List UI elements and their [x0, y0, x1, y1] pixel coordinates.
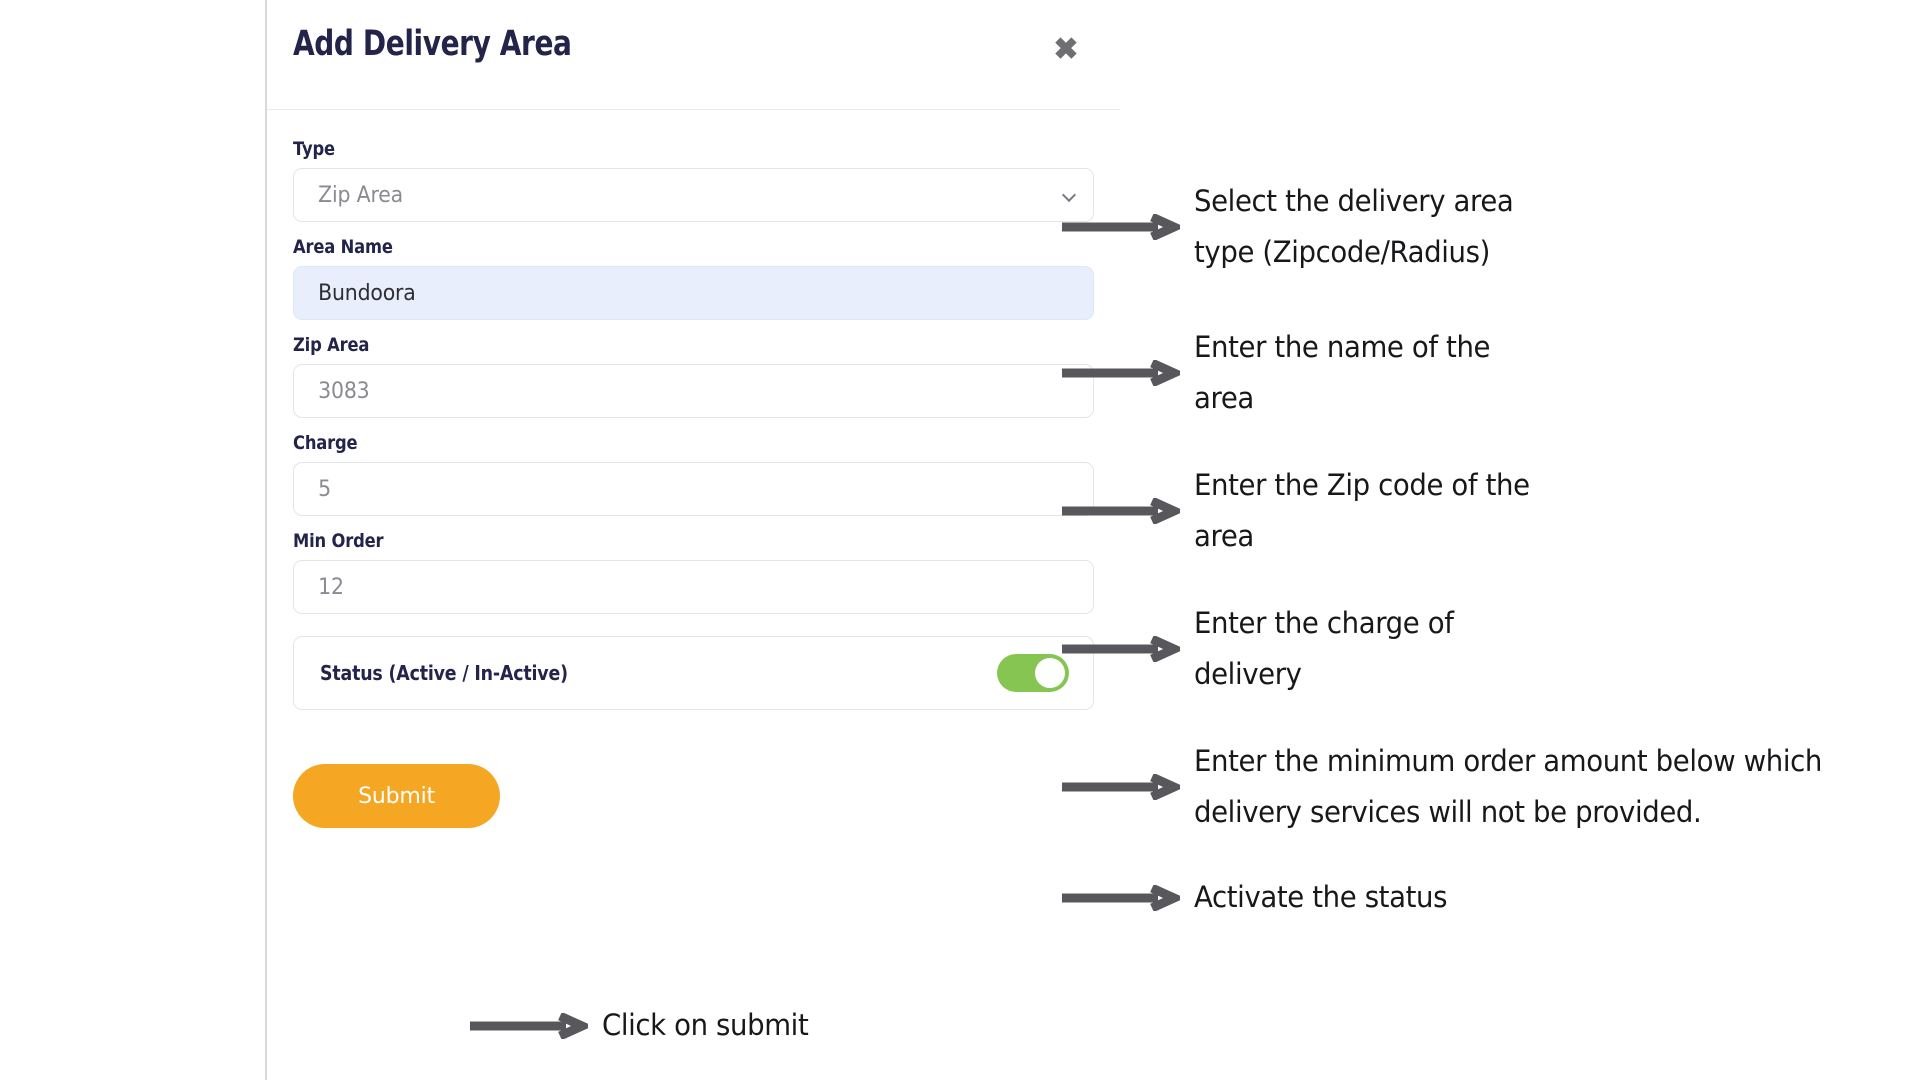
- annotation-min-order: Enter the minimum order amount below whi…: [1062, 736, 1855, 838]
- field-group-charge: Charge 5: [293, 432, 1094, 516]
- status-toggle-knob: [1035, 658, 1065, 688]
- annotation-min-order-text: Enter the minimum order amount below whi…: [1194, 744, 1822, 829]
- charge-input[interactable]: 5: [293, 462, 1094, 516]
- arrow-icon: [1062, 498, 1180, 524]
- close-icon[interactable]: ✖: [1053, 33, 1079, 66]
- label-min-order: Min Order: [293, 530, 384, 552]
- label-charge: Charge: [293, 432, 358, 454]
- field-group-zip-area: Zip Area 3083: [293, 334, 1094, 418]
- area-name-input[interactable]: Bundoora: [293, 266, 1094, 320]
- min-order-value: 12: [318, 574, 344, 600]
- annotation-zip-area-text: Enter the Zip code of the area: [1194, 468, 1530, 553]
- type-select[interactable]: Zip Area: [293, 168, 1094, 222]
- annotation-status: Activate the status: [1062, 872, 1460, 923]
- field-group-area-name: Area Name Bundoora: [293, 236, 1094, 320]
- status-toggle[interactable]: [997, 654, 1069, 692]
- zip-area-input[interactable]: 3083: [293, 364, 1094, 418]
- arrow-icon: [1062, 214, 1180, 240]
- annotation-area-name-text: Enter the name of the area: [1194, 330, 1491, 415]
- label-zip-area: Zip Area: [293, 334, 370, 356]
- label-type: Type: [293, 138, 335, 160]
- modal-body: Type Zip Area Area Name Bundoora Zip Are…: [267, 110, 1120, 828]
- arrow-icon: [1062, 774, 1180, 800]
- status-row: Status (Active / In-Active): [293, 636, 1094, 710]
- min-order-input[interactable]: 12: [293, 560, 1094, 614]
- status-label: Status (Active / In-Active): [320, 661, 568, 685]
- annotation-submit-text: Click on submit: [602, 1008, 809, 1042]
- charge-value: 5: [318, 476, 332, 502]
- page-title: Add Delivery Area: [293, 24, 572, 64]
- arrow-icon: [470, 1012, 588, 1039]
- submit-button[interactable]: Submit: [293, 764, 500, 828]
- arrow-icon: [1062, 360, 1180, 386]
- type-select-value: Zip Area: [318, 182, 403, 208]
- zip-area-value: 3083: [318, 378, 370, 404]
- annotation-charge-text: Enter the charge of delivery: [1194, 606, 1454, 691]
- annotation-area-name: Enter the name of the area: [1062, 322, 1506, 424]
- annotation-submit: Click on submit: [470, 1000, 819, 1051]
- modal-header: Add Delivery Area ✖: [267, 0, 1120, 110]
- arrow-icon: [1062, 636, 1180, 662]
- annotation-zip-area: Enter the Zip code of the area: [1062, 460, 1547, 562]
- annotation-type-text: Select the delivery area type (Zipcode/R…: [1194, 184, 1514, 269]
- annotation-status-text: Activate the status: [1194, 880, 1448, 914]
- annotation-type: Select the delivery area type (Zipcode/R…: [1062, 176, 1530, 278]
- area-name-value: Bundoora: [318, 280, 416, 306]
- annotation-charge: Enter the charge of delivery: [1062, 598, 1467, 700]
- label-area-name: Area Name: [293, 236, 393, 258]
- arrow-icon: [1062, 884, 1180, 911]
- field-group-type: Type Zip Area: [293, 138, 1094, 222]
- add-delivery-area-modal: Add Delivery Area ✖ Type Zip Area Area N…: [265, 0, 1120, 1080]
- field-group-min-order: Min Order 12: [293, 530, 1094, 614]
